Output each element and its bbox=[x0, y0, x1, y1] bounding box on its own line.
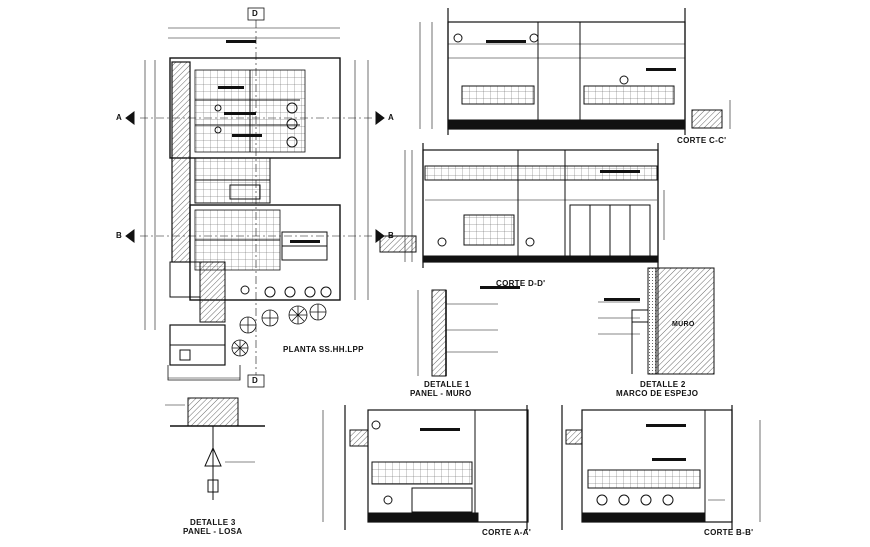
section-mark-right-a: A bbox=[388, 113, 394, 122]
section-aa-title: CORTE A-A' bbox=[482, 528, 532, 537]
section-cc bbox=[419, 8, 731, 135]
section-bb bbox=[561, 405, 761, 530]
section-dd bbox=[379, 143, 665, 268]
section-dd-title: CORTE D-D' bbox=[496, 279, 546, 288]
detail1-subtitle: PANEL - MURO bbox=[410, 389, 472, 398]
detail1-title: DETALLE 1 bbox=[424, 380, 470, 389]
detail3-subtitle: PANEL - LOSA bbox=[183, 527, 243, 536]
section-mark-bottom: D bbox=[252, 376, 258, 385]
muro-tag: MURO bbox=[672, 321, 695, 328]
section-mark-left-a: A bbox=[116, 113, 122, 122]
plant-symbols bbox=[231, 303, 327, 357]
detail-3 bbox=[165, 397, 265, 500]
section-cc-title: CORTE C-C' bbox=[677, 136, 727, 145]
section-mark-right-b: B bbox=[388, 231, 394, 240]
detail2-subtitle: MARCO DE ESPEJO bbox=[616, 389, 699, 398]
floor-plan bbox=[140, 20, 375, 381]
section-mark-top: D bbox=[252, 9, 258, 18]
section-bb-title: CORTE B-B' bbox=[704, 528, 754, 537]
section-aa bbox=[322, 405, 529, 530]
detail2-title: DETALLE 2 bbox=[640, 380, 686, 389]
detail3-title: DETALLE 3 bbox=[190, 518, 236, 527]
section-mark-left-b: B bbox=[116, 231, 122, 240]
detail-2 bbox=[598, 267, 715, 375]
detail-1 bbox=[417, 289, 498, 377]
annotation-notes bbox=[218, 40, 686, 461]
plan-title: PLANTA SS.HH.LPP bbox=[283, 345, 364, 354]
